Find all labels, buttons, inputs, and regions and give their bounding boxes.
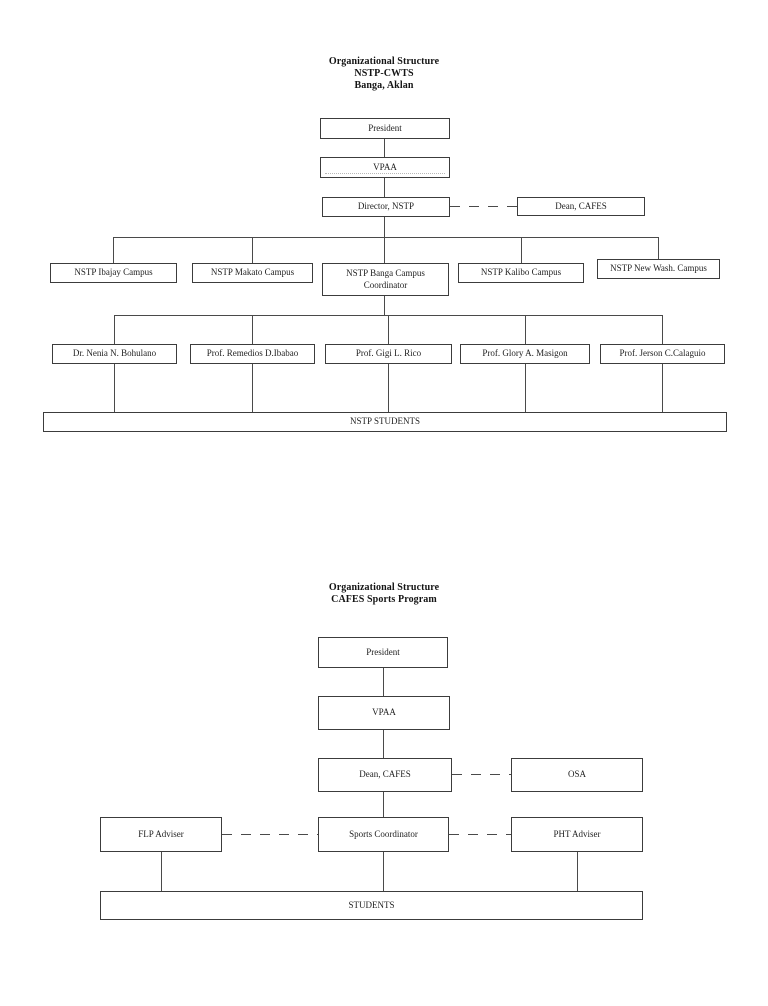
- connector: [384, 178, 385, 197]
- chart2-title: Organizational Structure CAFES Sports Pr…: [284, 582, 484, 606]
- connector: [384, 237, 385, 263]
- connector: [388, 364, 389, 412]
- node-campus-new-wash: NSTP New Wash. Campus: [597, 259, 720, 279]
- connector: [252, 315, 253, 344]
- connector: [252, 237, 253, 263]
- dashed-connector: [450, 206, 517, 207]
- node-campus-ibajay: NSTP Ibajay Campus: [50, 263, 177, 283]
- node-coordinator-rico: Prof. Gigi L. Rico: [325, 344, 452, 364]
- chart2-title-line1: Organizational Structure: [328, 582, 440, 593]
- connector: [577, 852, 578, 891]
- node-coordinator-calaguio: Prof. Jerson C.Calaguio: [600, 344, 725, 364]
- connector: [388, 315, 389, 344]
- node-students: STUDENTS: [100, 891, 643, 920]
- chart1-title-line1: Organizational Structure: [328, 56, 440, 67]
- dashed-connector: [222, 834, 318, 835]
- node-dean-cafes-2: Dean, CAFES: [318, 758, 452, 792]
- node-president-2: President: [318, 637, 448, 668]
- node-nstp-students: NSTP STUDENTS: [43, 412, 727, 432]
- node-flp-adviser: FLP Adviser: [100, 817, 222, 852]
- node-coordinator-bohulano: Dr. Nenia N. Bohulano: [52, 344, 177, 364]
- dashed-connector: [452, 774, 511, 775]
- connector: [114, 315, 115, 344]
- node-vpaa: VPAA: [320, 157, 450, 178]
- dashed-connector: [449, 834, 511, 835]
- node-pht-adviser: PHT Adviser: [511, 817, 643, 852]
- node-campus-kalibo: NSTP Kalibo Campus: [458, 263, 584, 283]
- connector: [662, 315, 663, 344]
- node-president: President: [320, 118, 450, 139]
- node-director-nstp: Director, NSTP: [322, 197, 450, 217]
- connector: [383, 852, 384, 891]
- connector: [161, 852, 162, 891]
- connector: [525, 315, 526, 344]
- connector: [384, 217, 385, 237]
- node-dean-cafes: Dean, CAFES: [517, 197, 645, 216]
- node-osa: OSA: [511, 758, 643, 792]
- connector: [662, 364, 663, 412]
- node-vpaa-label: VPAA: [373, 161, 397, 172]
- node-coordinator-ibabao: Prof. Remedios D.Ibabao: [190, 344, 315, 364]
- vpaa-dotted-rule: [325, 173, 445, 174]
- chart1-title-line3: Banga, Aklan: [354, 80, 414, 91]
- chart2-title-line2: CAFES Sports Program: [331, 594, 437, 605]
- connector: [383, 730, 384, 758]
- connector-bus: [113, 237, 658, 238]
- connector: [525, 364, 526, 412]
- connector: [521, 237, 522, 263]
- connector: [113, 237, 114, 263]
- node-sports-coordinator: Sports Coordinator: [318, 817, 449, 852]
- connector: [384, 139, 385, 157]
- node-coordinator-masigon: Prof. Glory A. Masigon: [460, 344, 590, 364]
- connector: [114, 364, 115, 412]
- chart1-title: Organizational Structure NSTP-CWTS Banga…: [284, 56, 484, 92]
- connector: [383, 792, 384, 817]
- connector: [252, 364, 253, 412]
- node-campus-makato: NSTP Makato Campus: [192, 263, 313, 283]
- chart1-title-line2: NSTP-CWTS: [354, 68, 414, 79]
- connector: [384, 296, 385, 315]
- node-vpaa-2: VPAA: [318, 696, 450, 730]
- connector: [383, 668, 384, 696]
- connector: [658, 237, 659, 259]
- node-campus-banga-coordinator: NSTP Banga Campus Coordinator: [322, 263, 449, 296]
